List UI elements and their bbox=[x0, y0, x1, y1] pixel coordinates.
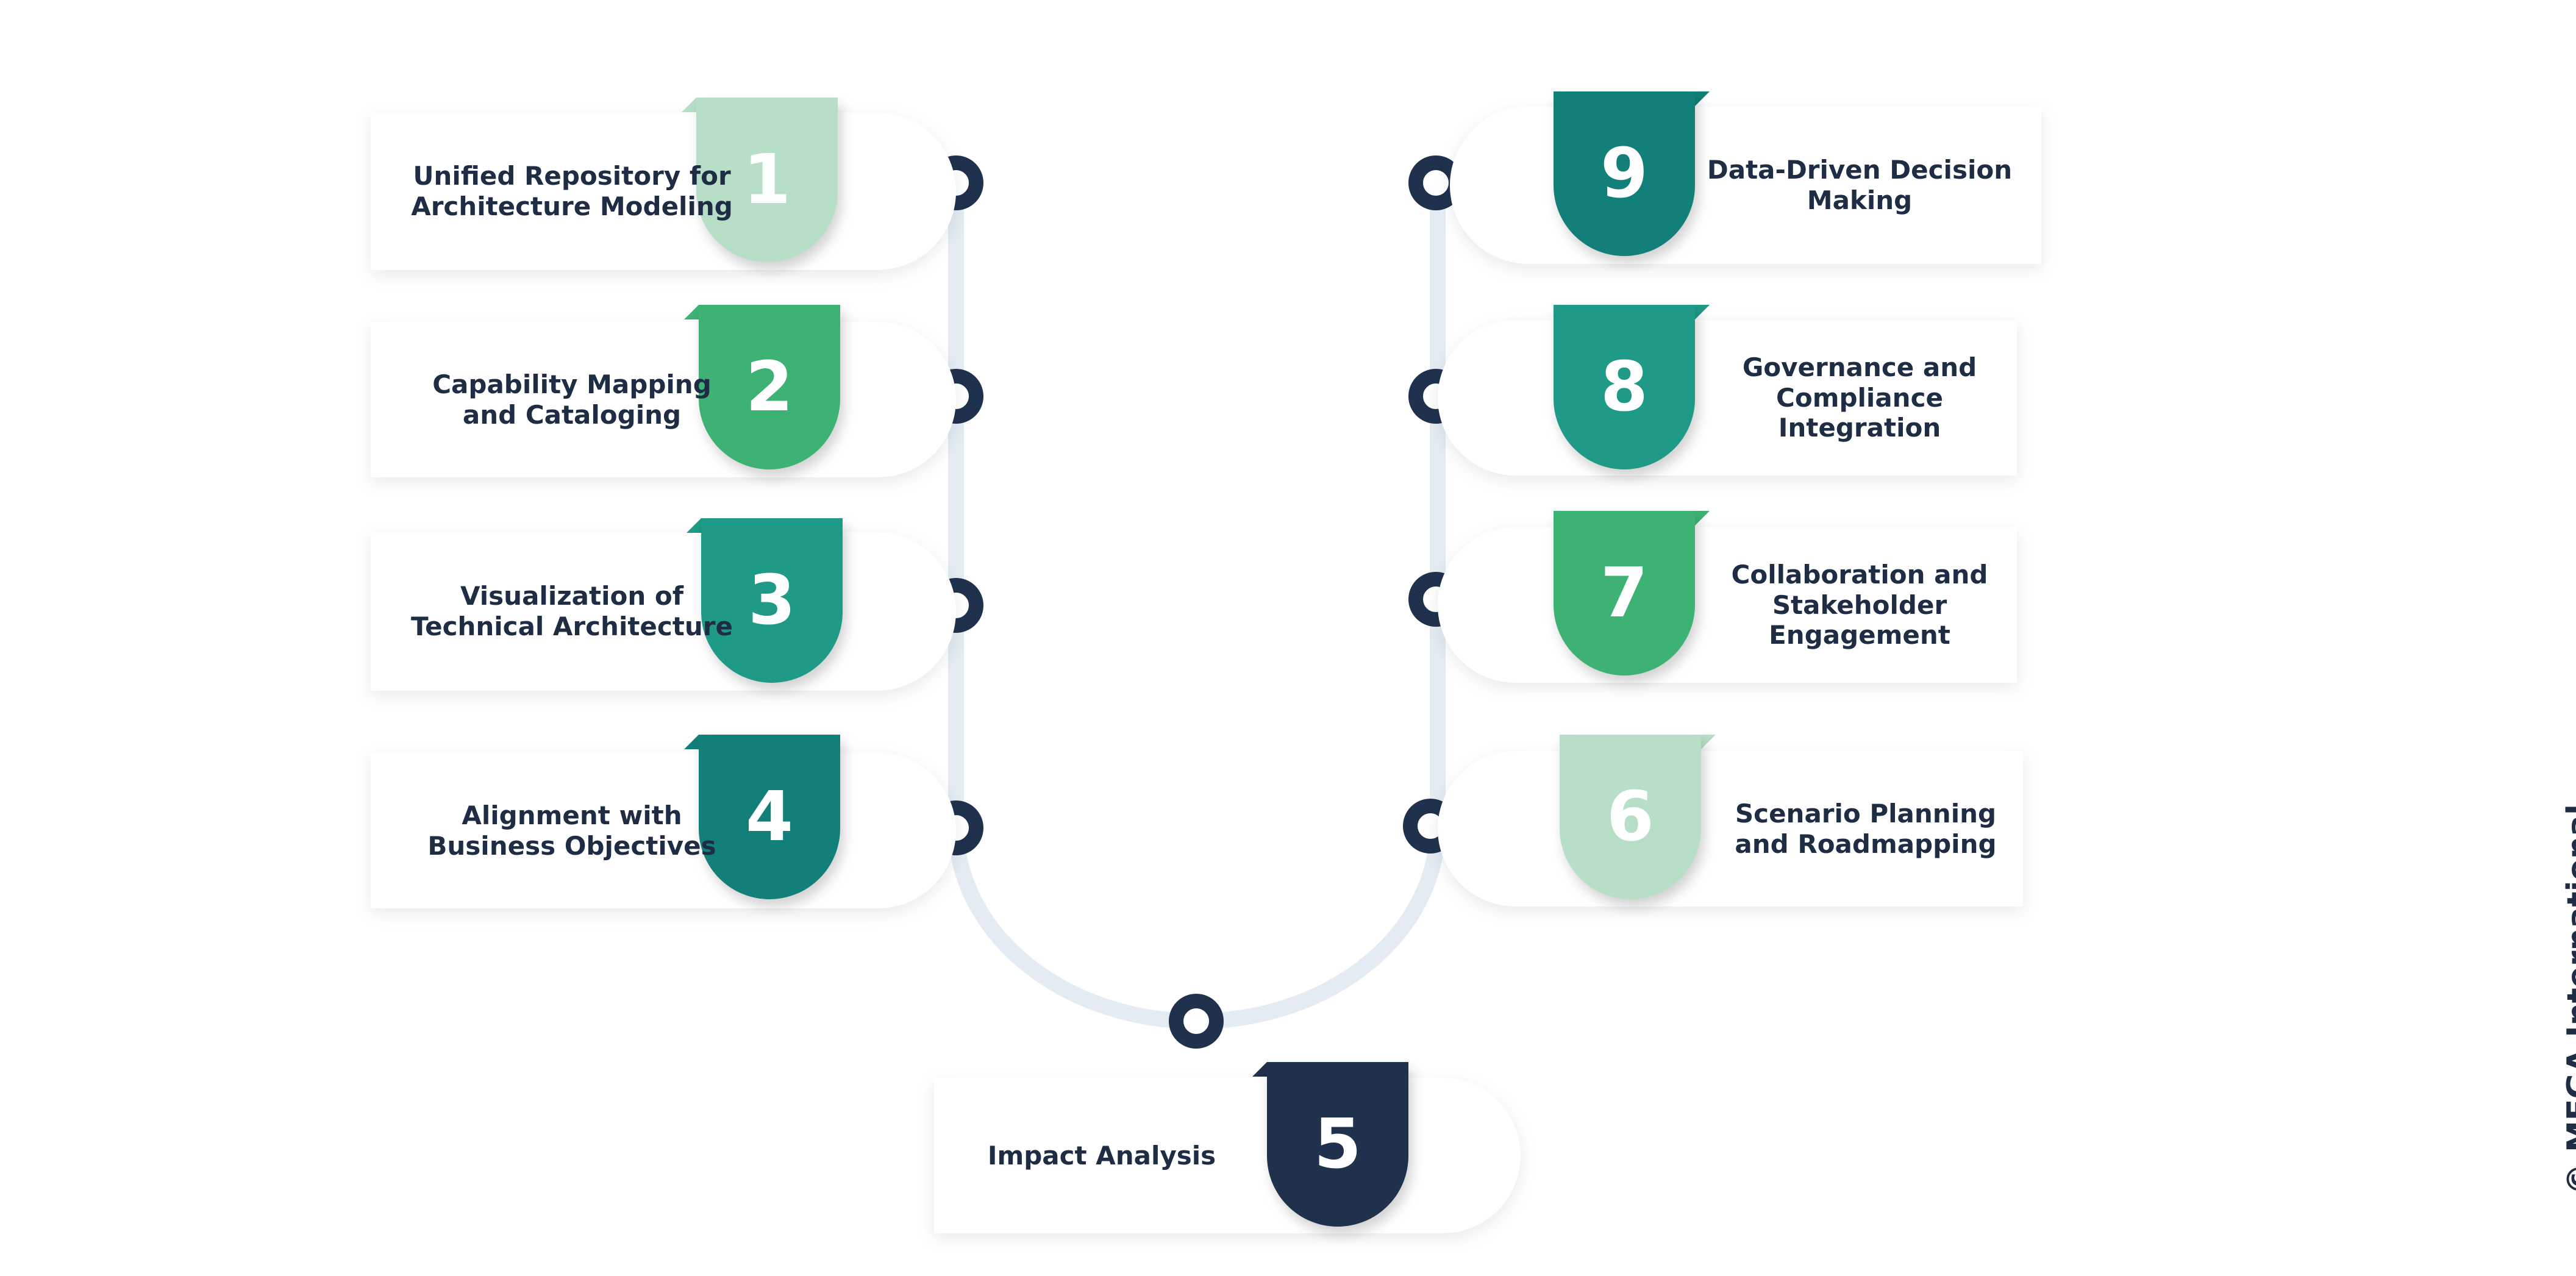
step-number-badge: 5 bbox=[1267, 1062, 1408, 1227]
ribbon-fold bbox=[1252, 1062, 1267, 1077]
step-card-5 bbox=[934, 1078, 1521, 1233]
step-card-4 bbox=[371, 753, 956, 908]
ribbon-fold bbox=[1701, 735, 1716, 749]
step-label: Governance and Compliance Integration bbox=[1742, 352, 1977, 443]
ribbon-fold bbox=[1695, 511, 1710, 526]
step-number-badge: 4 bbox=[699, 735, 840, 899]
step-card-9 bbox=[1450, 107, 2041, 264]
step-label: Visualization of Technical Architecture bbox=[411, 581, 733, 641]
step-number-badge: 9 bbox=[1554, 91, 1695, 256]
step-number-badge: 6 bbox=[1560, 735, 1701, 899]
ribbon-fold bbox=[1695, 305, 1710, 319]
copyright-credit: © MEGA International bbox=[2561, 804, 2576, 1195]
step-label: Collaboration and Stakeholder Engagement bbox=[1731, 560, 1988, 650]
ribbon-fold bbox=[687, 518, 701, 533]
step-number-badge: 8 bbox=[1554, 305, 1695, 469]
step-label: Data-Driven Decision Making bbox=[1707, 155, 2013, 215]
step-number-badge: 1 bbox=[696, 98, 838, 262]
step-number-badge: 3 bbox=[701, 518, 843, 683]
step-card-3 bbox=[371, 532, 956, 691]
step-label: Scenario Planning and Roadmapping bbox=[1735, 798, 1997, 859]
timeline-node-5 bbox=[1169, 994, 1224, 1049]
step-card-7 bbox=[1438, 527, 2017, 683]
step-label: Capability Mapping and Cataloging bbox=[432, 369, 712, 430]
step-card-2 bbox=[371, 322, 956, 477]
step-card-1 bbox=[371, 113, 956, 270]
ribbon-fold bbox=[1695, 91, 1710, 106]
step-card-8 bbox=[1438, 320, 2017, 476]
step-label: Impact Analysis bbox=[987, 1140, 1216, 1171]
step-number-badge: 2 bbox=[699, 305, 840, 469]
step-number-badge: 7 bbox=[1554, 511, 1695, 675]
ribbon-fold bbox=[682, 98, 696, 112]
step-label: Unified Repository for Architecture Mode… bbox=[411, 161, 733, 221]
step-label: Alignment with Business Objectives bbox=[427, 800, 716, 861]
step-card-6 bbox=[1438, 751, 2023, 907]
ribbon-fold bbox=[684, 735, 699, 749]
ribbon-fold bbox=[684, 305, 699, 319]
